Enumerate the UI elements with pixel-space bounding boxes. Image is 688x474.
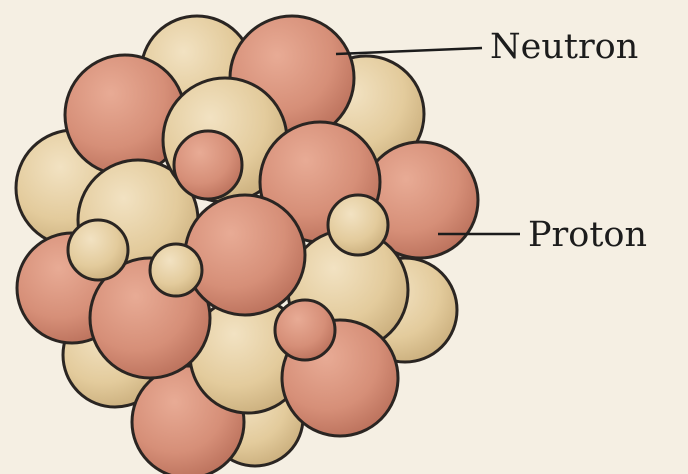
neutron-leader-line (335, 46, 483, 56)
neutron-particle (148, 242, 204, 298)
proton-particle (273, 298, 337, 362)
proton-particle (172, 129, 244, 201)
neutron-label: Neutron (490, 27, 639, 67)
neutron-particle (66, 218, 130, 282)
proton-particle (183, 193, 307, 317)
neutron-particle (326, 193, 390, 257)
proton-label: Proton (528, 215, 648, 255)
